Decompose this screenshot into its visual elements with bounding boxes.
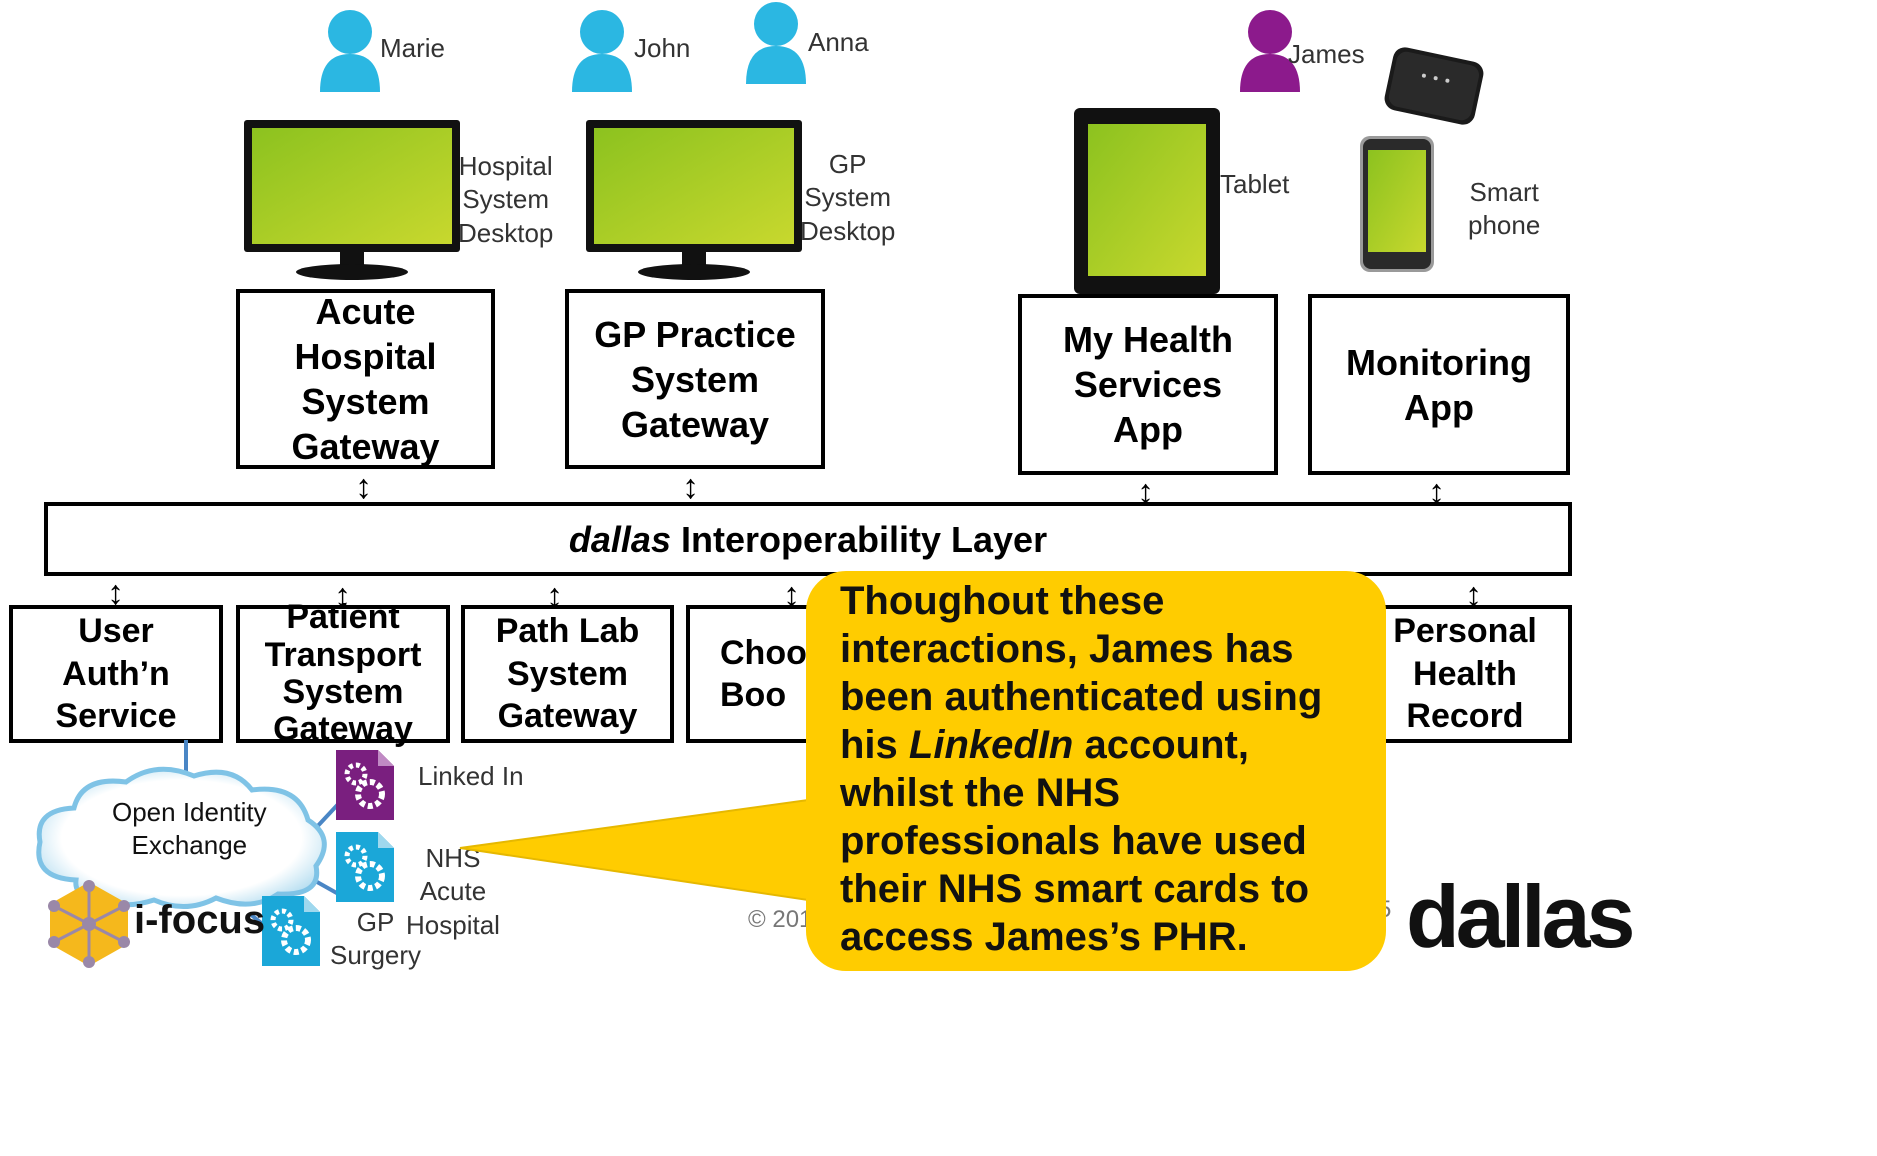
my-health-services-app-label: My Health Services App xyxy=(1062,319,1234,450)
nhs-acute-label: NHS Acute Hospital xyxy=(406,843,500,940)
dallas-logo: dallas xyxy=(1406,867,1635,966)
gp-desktop-icon xyxy=(586,120,802,280)
user-auth-service-label: User Auth’n Service xyxy=(55,612,177,736)
acute-hospital-gateway: Acute Hospital System Gateway xyxy=(236,289,495,469)
cloud-label: Open Identity Exchange xyxy=(112,797,267,861)
hospital-desktop-icon xyxy=(244,120,460,280)
callout-text-1: Thoughout these interactions, James has … xyxy=(840,579,1323,767)
user-auth-service: User Auth’n Service xyxy=(9,605,223,743)
arrow-phr-layer: ↕ xyxy=(1465,576,1482,614)
gp-gear-icon xyxy=(262,896,320,966)
gp-practice-gateway-label: GP Practice System Gateway xyxy=(594,313,796,445)
ifocus-logo-text: i-focus xyxy=(134,898,266,942)
user-anna-icon xyxy=(746,2,806,84)
patient-transport-gateway: Patient Transport System Gateway xyxy=(236,599,450,748)
acute-hospital-gateway-label: Acute Hospital System Gateway xyxy=(291,291,440,467)
cloud-icon xyxy=(36,766,327,910)
nhs-gear-icon xyxy=(336,832,394,902)
layer-italic-label: dallas xyxy=(568,518,671,560)
monitoring-app: Monitoring App xyxy=(1308,294,1570,475)
path-lab-gateway: Path Lab System Gateway xyxy=(461,605,674,743)
user-john-icon xyxy=(572,10,632,92)
user-marie-label: Marie xyxy=(380,33,446,63)
arrow-myhealth-layer: ↕ xyxy=(1137,473,1154,511)
copyright-text: © 201 xyxy=(748,906,813,933)
arrow-monitoring-layer: ↕ xyxy=(1428,473,1445,511)
tablet-icon xyxy=(1074,108,1220,294)
arrow-pathlab-layer: ↕ xyxy=(546,577,563,615)
callout-text-2: account, whilst the NHS professionals ha… xyxy=(840,723,1310,959)
layer-label: Interoperability Layer xyxy=(670,518,1048,560)
user-james-label: James xyxy=(1288,39,1365,69)
user-james-icon xyxy=(1240,10,1300,92)
linkedin-gear-icon xyxy=(336,750,394,820)
user-anna-label: Anna xyxy=(808,27,869,57)
callout-bubble: Thoughout these interactions, James has … xyxy=(806,571,1386,971)
user-marie-icon xyxy=(320,10,380,92)
smartphone-icon xyxy=(1360,136,1434,272)
arrow-acute-layer: ↕ xyxy=(355,468,372,506)
user-john-label: John xyxy=(634,33,691,63)
smartphone-label: Smart phone xyxy=(1468,177,1541,241)
mobile-hotspot-icon xyxy=(1384,47,1484,125)
tablet-label: Tablet xyxy=(1220,169,1290,199)
personal-health-record: Personal Health Record xyxy=(1358,605,1572,743)
gp-practice-gateway: GP Practice System Gateway xyxy=(565,289,825,469)
callout-text-italic: LinkedIn xyxy=(908,723,1074,767)
ifocus-logo-icon xyxy=(48,880,130,968)
gp-desktop-label: GP System Desktop xyxy=(800,149,896,246)
hospital-desktop-label: Hospital System Desktop xyxy=(458,151,554,248)
patient-transport-gateway-label: Patient Transport System Gateway xyxy=(264,598,422,749)
linkedin-label: Linked In xyxy=(418,761,524,791)
my-health-services-app: My Health Services App xyxy=(1018,294,1278,475)
gp-surgery-label: GP Surgery xyxy=(330,907,422,971)
arrow-auth-layer: ↕ xyxy=(107,574,124,612)
personal-health-record-label: Personal Health Record xyxy=(1393,612,1537,736)
monitoring-app-label: Monitoring App xyxy=(1346,341,1532,428)
arrow-choose-layer: ↕ xyxy=(783,576,800,614)
interoperability-layer: dallas Interoperability Layer xyxy=(44,502,1572,576)
path-lab-gateway-label: Path Lab System Gateway xyxy=(495,612,640,736)
arrow-gp-layer: ↕ xyxy=(682,468,699,506)
arrow-transport-layer: ↕ xyxy=(334,577,351,615)
